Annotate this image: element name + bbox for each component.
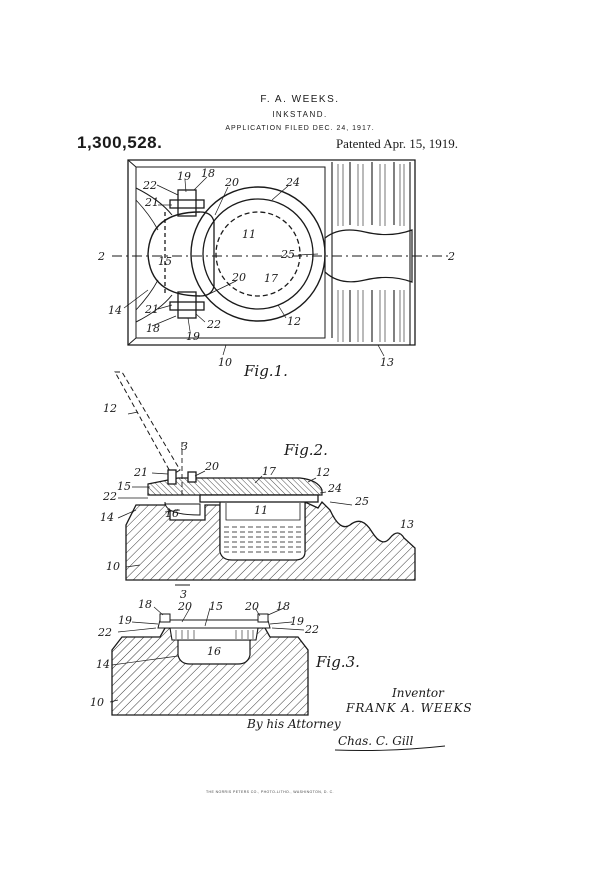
fig3-ref-14: 14 bbox=[96, 658, 110, 671]
fig2-ref-12-lid: 12 bbox=[103, 402, 117, 415]
application-filed-line: APPLICATION FILED DEC. 24, 1917. bbox=[225, 125, 375, 132]
fig2-ref-3-top: 3 bbox=[181, 440, 188, 453]
invention-title: INKSTAND. bbox=[272, 110, 328, 119]
lithographer-imprint: THE NORRIS PETERS CO., PHOTO-LITHO., WAS… bbox=[206, 790, 334, 794]
fig2-ref-25: 25 bbox=[354, 495, 369, 508]
fig1-ref-2-left: 2 bbox=[97, 250, 105, 263]
fig1-ref-19-lower: 19 bbox=[186, 330, 200, 343]
fig1-ref-14: 14 bbox=[108, 304, 122, 317]
fig3-caption: Fig.3. bbox=[315, 653, 360, 671]
fig2-ref-10: 10 bbox=[106, 560, 120, 573]
fig1-ref-21-lower: 21 bbox=[144, 303, 159, 316]
fig3-ref-18-left: 18 bbox=[138, 598, 152, 611]
fig2-ref-21: 21 bbox=[133, 466, 148, 479]
patent-number: 1,300,528. bbox=[77, 133, 163, 152]
figure-3-labels: 18 20 15 20 18 19 19 22 22 16 14 10 Fig.… bbox=[90, 598, 360, 709]
fig2-ref-16: 16 bbox=[165, 507, 179, 520]
signature-block: Inventor FRANK A. WEEKS By his Attorney … bbox=[246, 686, 473, 751]
fig2-caption: Fig.2. bbox=[283, 441, 328, 459]
inventor-signature-name: FRANK A. WEEKS bbox=[345, 701, 473, 715]
fig1-ref-18-lower: 18 bbox=[146, 322, 160, 335]
figure-2-section-view bbox=[114, 371, 416, 586]
fig1-ref-19: 19 bbox=[177, 170, 191, 183]
fig1-ref-12: 12 bbox=[287, 315, 301, 328]
fig1-ref-13: 13 bbox=[380, 356, 394, 369]
fig1-ref-24: 24 bbox=[285, 176, 300, 189]
fig3-ref-22-left: 22 bbox=[97, 626, 112, 639]
figure-1-labels: 22 19 18 20 24 21 11 2 15 25 2 20 17 14 … bbox=[97, 167, 455, 380]
fig1-ref-18: 18 bbox=[201, 167, 215, 180]
figure-2-labels: 12 3 21 20 17 12 15 24 22 25 16 11 14 13… bbox=[100, 402, 414, 601]
fig3-ref-10: 10 bbox=[90, 696, 104, 709]
fig2-ref-20: 20 bbox=[204, 460, 219, 473]
patented-date: Patented Apr. 15, 1919. bbox=[335, 136, 458, 151]
fig2-ref-22: 22 bbox=[102, 490, 117, 503]
fig2-ref-24: 24 bbox=[327, 482, 342, 495]
inventor-caption: Inventor bbox=[391, 686, 445, 700]
fig2-ref-12: 12 bbox=[316, 466, 330, 479]
fig1-ref-11: 11 bbox=[242, 228, 256, 241]
attorney-signature: Chas. C. Gill bbox=[338, 734, 413, 748]
fig1-ref-15: 15 bbox=[158, 255, 172, 268]
fig2-ref-17: 17 bbox=[262, 465, 276, 478]
fig1-ref-20-lower: 20 bbox=[231, 271, 246, 284]
figure-1-plan-view bbox=[112, 159, 450, 357]
fig1-ref-2-right: 2 bbox=[447, 250, 455, 263]
fig1-ref-20: 20 bbox=[224, 176, 239, 189]
fig3-ref-19-left: 19 bbox=[118, 614, 132, 627]
fig3-ref-18-right: 18 bbox=[276, 600, 290, 613]
fig2-ref-3-bottom: 3 bbox=[180, 588, 187, 601]
fig2-ref-11: 11 bbox=[254, 504, 268, 517]
fig3-ref-15: 15 bbox=[209, 600, 223, 613]
fig1-caption: Fig.1. bbox=[243, 362, 288, 380]
fig2-ref-15: 15 bbox=[117, 480, 131, 493]
inventor-name-header: F. A. WEEKS. bbox=[260, 94, 340, 105]
figure-3-cross-section bbox=[109, 606, 309, 716]
fig1-ref-21: 21 bbox=[144, 196, 159, 209]
fig2-ref-13: 13 bbox=[400, 518, 414, 531]
fig3-ref-20-left: 20 bbox=[177, 600, 192, 613]
fig1-ref-10: 10 bbox=[218, 356, 232, 369]
fig3-ref-16: 16 bbox=[207, 645, 221, 658]
fig1-ref-25: 25 bbox=[280, 248, 295, 261]
fig3-ref-19-right: 19 bbox=[290, 615, 304, 628]
fig1-ref-22-lower: 22 bbox=[206, 318, 221, 331]
fig1-ref-17: 17 bbox=[264, 272, 278, 285]
fig3-ref-20-right: 20 bbox=[244, 600, 259, 613]
fig3-ref-22-right: 22 bbox=[304, 623, 319, 636]
fig1-ref-22: 22 bbox=[142, 179, 157, 192]
attorney-by-line: By his Attorney bbox=[246, 717, 341, 731]
fig2-ref-14: 14 bbox=[100, 511, 114, 524]
